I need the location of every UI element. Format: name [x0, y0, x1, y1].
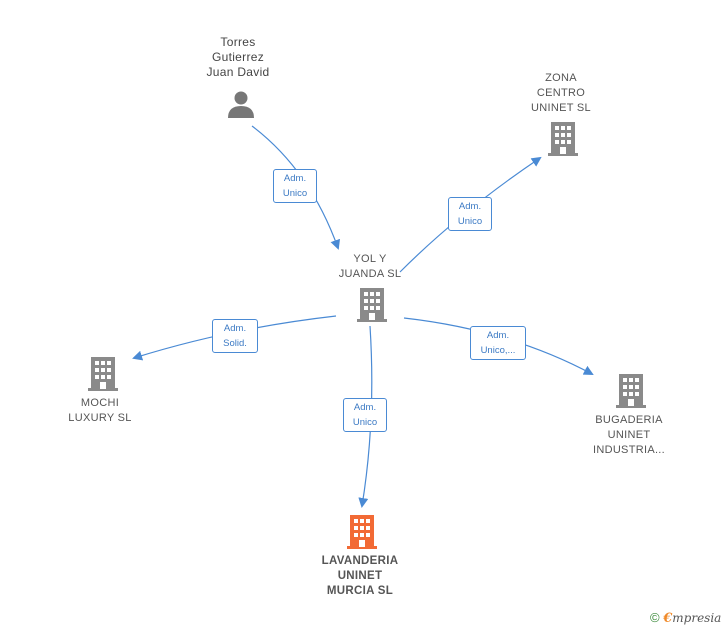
- building-icon[interactable]: [548, 122, 578, 156]
- edge-label-line: Unico: [352, 417, 378, 428]
- node-label-line: ZONA: [545, 72, 577, 84]
- node-label-line: Juan David: [206, 65, 270, 79]
- node-label-line: MOCHI: [80, 397, 120, 409]
- edge-label-yol-lavanderia[interactable]: Adm. Unico: [343, 398, 387, 432]
- node-label-line: UNINET: [607, 429, 651, 441]
- edge-label-line: Unico: [457, 216, 483, 227]
- brand-footer: © €mpresia: [650, 610, 721, 626]
- edge-label-yol-zona[interactable]: Adm. Unico: [448, 197, 492, 231]
- edge-label-line: Adm.: [458, 201, 482, 212]
- edge-label-line: Unico,...: [480, 345, 516, 356]
- node-label-line: MURCIA SL: [326, 585, 394, 597]
- node-label-torres[interactable]: Torres Gutierrez Juan David: [188, 35, 288, 80]
- copyright-icon: ©: [650, 610, 660, 625]
- edge-label-line: Adm.: [223, 323, 247, 334]
- node-label-line: UNINET SL: [531, 102, 591, 114]
- node-label-yol[interactable]: YOL Y JUANDA SL: [320, 252, 420, 282]
- edge-label-line: Solid.: [223, 338, 247, 349]
- edge-label-line: Adm.: [283, 173, 307, 184]
- building-icon[interactable]: [88, 357, 118, 391]
- node-label-lavanderia[interactable]: LAVANDERIA UNINET MURCIA SL: [305, 554, 415, 599]
- edge-label-line: Unico: [282, 188, 308, 199]
- edge-label-line: Adm.: [353, 402, 377, 413]
- node-label-line: CENTRO: [536, 87, 586, 99]
- node-label-line: Torres: [220, 35, 256, 49]
- edge-label-torres-yol[interactable]: Adm. Unico: [273, 169, 317, 203]
- building-icon[interactable]: [616, 374, 646, 408]
- node-label-line: INDUSTRIA...: [592, 444, 666, 456]
- person-icon[interactable]: [227, 90, 255, 118]
- node-label-zona[interactable]: ZONA CENTRO UNINET SL: [511, 71, 611, 116]
- edge-label-yol-mochi[interactable]: Adm. Solid.: [212, 319, 258, 353]
- node-label-mochi[interactable]: MOCHI LUXURY SL: [50, 396, 150, 426]
- edge-label-yol-bugaderia[interactable]: Adm. Unico,...: [470, 326, 526, 360]
- edge-label-line: Adm.: [486, 330, 510, 341]
- node-label-line: UNINET: [337, 570, 383, 582]
- node-label-line: Gutierrez: [211, 50, 265, 64]
- node-label-bugaderia[interactable]: BUGADERIA UNINET INDUSTRIA...: [579, 413, 679, 458]
- building-icon-highlighted[interactable]: [347, 515, 377, 549]
- node-label-line: YOL Y: [353, 253, 387, 265]
- node-label-line: JUANDA SL: [338, 268, 402, 280]
- brand-logo-text: mpresia: [672, 611, 722, 625]
- node-label-line: LAVANDERIA: [321, 555, 399, 567]
- brand-logo-initial: €: [663, 611, 673, 626]
- node-label-line: LUXURY SL: [68, 412, 132, 424]
- node-label-line: BUGADERIA: [595, 414, 663, 426]
- building-icon[interactable]: [357, 288, 387, 322]
